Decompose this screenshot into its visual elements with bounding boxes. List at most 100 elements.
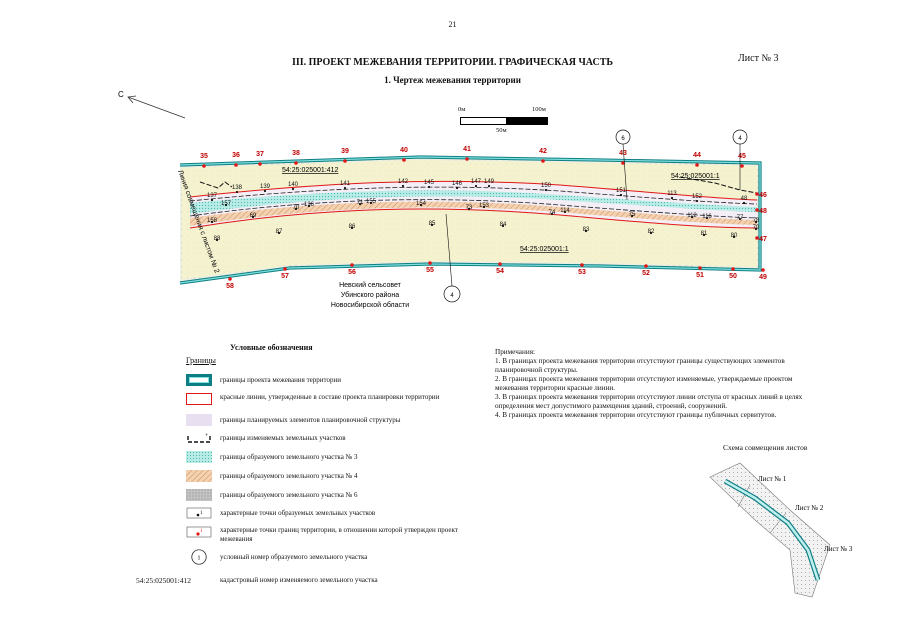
svg-text:158: 158 xyxy=(207,218,218,224)
svg-text:154: 154 xyxy=(416,201,427,207)
note-1: 1. В границах проекта межевания территор… xyxy=(495,357,785,374)
legend-swatch-char-points: 1 xyxy=(186,507,212,519)
legend-label: красные линии, утвержденные в составе пр… xyxy=(220,393,440,401)
legend-label: характерные точки границ территории, в о… xyxy=(220,526,458,543)
changed-parcel-boundary-west xyxy=(199,181,233,189)
svg-text:40: 40 xyxy=(400,147,408,154)
svg-text:78: 78 xyxy=(753,218,760,224)
svg-text:4: 4 xyxy=(738,136,742,142)
inner-point-136: 136 xyxy=(304,202,315,208)
parcel-number-4-east: 4 xyxy=(732,129,748,190)
legend-label: границы образуемого земельного участка №… xyxy=(220,472,358,480)
boundary-point-36: 36 xyxy=(232,152,240,167)
svg-text:1: 1 xyxy=(197,555,200,562)
inner-point-139: 139 xyxy=(260,184,271,193)
svg-text:77: 77 xyxy=(737,215,744,221)
boundary-point-49: 49 xyxy=(759,268,767,281)
svg-text:86: 86 xyxy=(349,224,356,230)
svg-text:87: 87 xyxy=(276,229,283,235)
scheme-sheet-1: Лист № 1 xyxy=(758,475,787,483)
inner-point-87: 87 xyxy=(276,229,283,235)
boundary-point-41: 41 xyxy=(463,146,471,161)
legend-swatch-zone6 xyxy=(186,489,212,501)
svg-text:54: 54 xyxy=(496,268,504,275)
svg-text:51: 51 xyxy=(696,272,704,279)
changed-parcel-boundary-upper xyxy=(189,186,758,205)
region-line-3: Новосибирской области xyxy=(331,301,409,309)
inner-point-149: 149 xyxy=(484,179,495,188)
svg-text:88: 88 xyxy=(214,236,221,242)
inner-point-85: 85 xyxy=(429,221,436,227)
svg-text:81: 81 xyxy=(701,231,708,237)
svg-text:1: 1 xyxy=(200,511,203,516)
boundary-point-53: 53 xyxy=(578,263,586,276)
svg-text:152: 152 xyxy=(692,194,703,200)
inner-point-71: 71 xyxy=(357,200,364,206)
svg-text:43: 43 xyxy=(619,150,627,157)
cadastral-label-1-east: 54:25:025001:1 xyxy=(671,173,720,180)
inner-point-86: 86 xyxy=(349,224,356,230)
boundary-point-48: 48 xyxy=(755,208,767,215)
svg-text:153: 153 xyxy=(479,203,490,209)
boundary-point-43: 43 xyxy=(619,150,627,165)
svg-text:69: 69 xyxy=(250,213,257,219)
legend-heading: Условные обозначения xyxy=(230,343,313,352)
svg-text:150: 150 xyxy=(541,183,552,189)
svg-text:36: 36 xyxy=(232,152,240,159)
svg-text:48: 48 xyxy=(759,208,767,215)
svg-text:35: 35 xyxy=(200,153,208,160)
notes-block: Примечания: 1. В границах проекта межева… xyxy=(495,348,815,420)
svg-text:6: 6 xyxy=(621,136,625,142)
svg-text:85: 85 xyxy=(429,221,436,227)
inner-point-70: 70 xyxy=(293,205,300,211)
boundary-point-57: 57 xyxy=(281,267,289,280)
inner-point-112: 112 xyxy=(687,213,697,219)
boundary-point-45: 45 xyxy=(738,153,746,168)
page-number: 21 xyxy=(448,20,457,29)
region-line-1: Невский сельсовет xyxy=(339,281,402,289)
svg-text:52: 52 xyxy=(642,270,650,277)
changed-parcel-boundary-east xyxy=(679,176,758,194)
boundary-point-52: 52 xyxy=(642,264,650,277)
svg-text:142: 142 xyxy=(398,179,409,185)
north-arrow: С xyxy=(118,90,186,119)
scheme-territory xyxy=(709,462,831,598)
inner-point-158: 158 xyxy=(207,218,218,224)
svg-text:79: 79 xyxy=(753,225,760,231)
svg-text:55: 55 xyxy=(426,267,434,274)
boundary-point-38: 38 xyxy=(292,150,300,165)
page-title: III. ПРОЕКТ МЕЖЕВАНИЯ ТЕРРИТОРИИ. ГРАФИЧ… xyxy=(291,57,614,68)
inner-point-155: 155 xyxy=(366,199,377,205)
territory-boundary-inner xyxy=(179,156,761,284)
boundary-point-42: 42 xyxy=(539,148,547,163)
svg-text:47: 47 xyxy=(759,236,767,243)
legend-swatch-red-lines xyxy=(186,393,212,405)
svg-text:38: 38 xyxy=(292,150,300,157)
legend-swatch-zone3 xyxy=(186,451,212,463)
boundary-point-55: 55 xyxy=(426,261,434,274)
inner-point-88: 88 xyxy=(214,236,221,242)
sheet-label: Лист № 3 xyxy=(738,53,779,64)
inner-point-78: 78 xyxy=(753,218,760,224)
legend-swatch-circle-number: 1 xyxy=(191,549,207,565)
svg-text:138: 138 xyxy=(232,185,243,191)
svg-text:56: 56 xyxy=(348,269,356,276)
legend-label: границы проекта межевания территории xyxy=(220,376,341,384)
inner-point-150: 150 xyxy=(541,183,552,192)
svg-text:140: 140 xyxy=(288,182,299,188)
inner-point-151: 151 xyxy=(616,188,627,197)
scale-right-label: 100м xyxy=(532,106,546,113)
inner-point-157: 157 xyxy=(221,201,232,207)
boundary-point-47: 47 xyxy=(755,236,767,243)
svg-text:+: + xyxy=(205,433,209,439)
note-4: 4. В границах проекта межевания территор… xyxy=(495,411,777,419)
svg-text:139: 139 xyxy=(260,184,271,190)
svg-text:70: 70 xyxy=(293,205,300,211)
svg-text:141: 141 xyxy=(340,181,351,187)
notes-heading: Примечания: xyxy=(495,348,535,356)
cadastral-label-412: 54:25:025001:412 xyxy=(282,167,339,174)
